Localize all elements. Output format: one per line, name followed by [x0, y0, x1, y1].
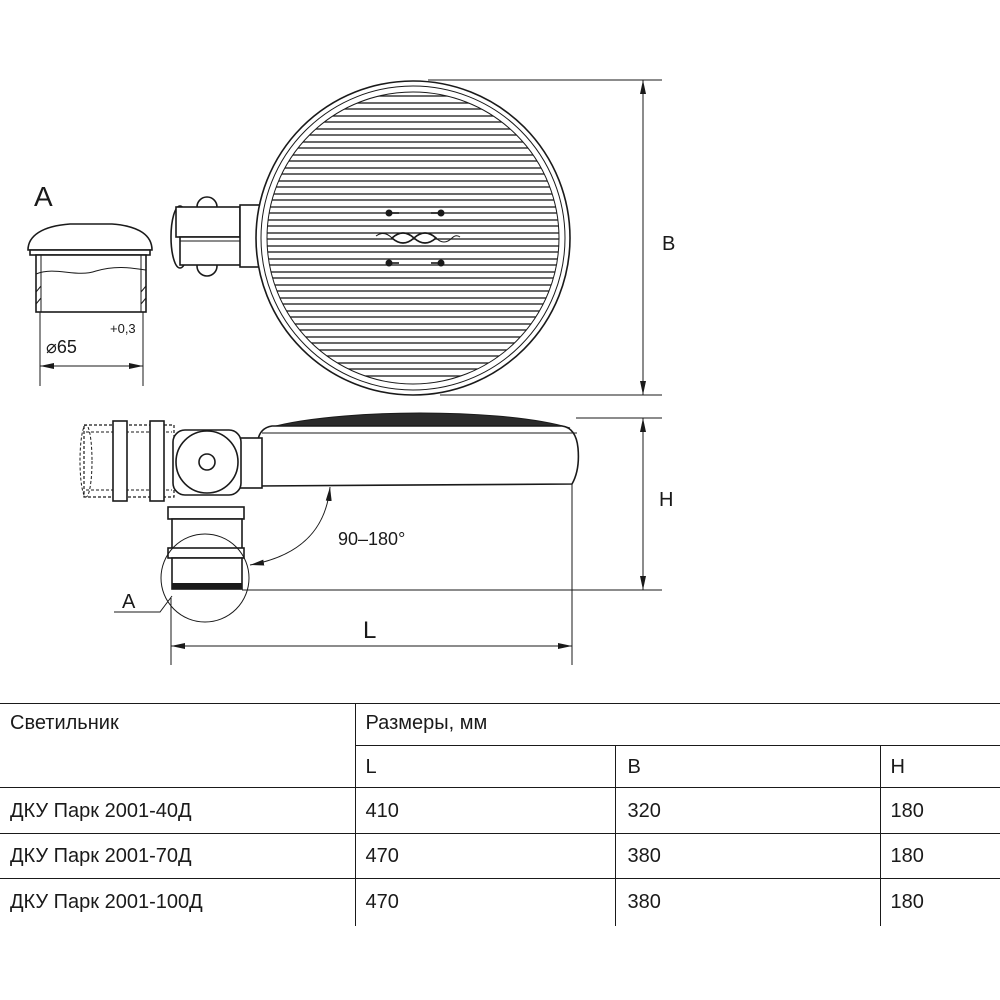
grille-slat	[267, 121, 559, 130]
ornament-lens-right	[412, 232, 438, 244]
grille-slat	[267, 303, 559, 312]
vertical-pipe-collar	[167, 547, 245, 559]
row-name: ДКУ Парк 2001-100Д	[0, 878, 356, 926]
grille-slat	[267, 368, 559, 377]
header-luminaire: Светильник	[0, 703, 356, 788]
header-dimensions: Размеры, мм	[355, 703, 1000, 746]
row-name: ДКУ Парк 2001-70Д	[0, 833, 356, 879]
vertical-pipe-end-band	[172, 583, 242, 589]
grille-slat	[267, 355, 559, 364]
rotation-arc	[249, 486, 332, 566]
technical-drawing: A ⌀65 +0,3	[27, 79, 675, 665]
grille-slat	[267, 173, 559, 182]
ornament-lens-left	[390, 232, 416, 244]
dimension-l: L	[170, 484, 573, 665]
connector-axis	[198, 453, 216, 471]
row-l: 410	[355, 787, 616, 834]
grille-dome-edge	[267, 412, 571, 429]
housing-inner-ring	[260, 85, 566, 391]
row-l: 470	[355, 878, 616, 926]
header-col-l: L	[355, 745, 616, 788]
sleeve-hatch	[35, 297, 42, 305]
vertical-pipe-clamp	[167, 506, 245, 520]
table-header-row: Светильник Размеры, мм	[0, 703, 1000, 788]
grille-slat	[267, 264, 559, 273]
row-b: 380	[615, 878, 881, 926]
detail-a-ref-label: A	[122, 591, 136, 613]
detail-a-label: A	[34, 181, 53, 212]
row-l: 470	[355, 833, 616, 879]
header-col-b: B	[615, 745, 881, 788]
row-b: 320	[615, 787, 881, 834]
grille-slat	[267, 342, 559, 351]
h-label: H	[659, 489, 673, 511]
dimension-b: B	[428, 79, 675, 396]
sleeve-hatch	[35, 285, 42, 293]
grille-slat	[267, 160, 559, 169]
row-h: 180	[880, 833, 1000, 879]
grille-slat	[267, 108, 559, 117]
detail-a-callout: A	[114, 533, 250, 623]
grille-slat	[267, 147, 559, 156]
side-view: A 90–180° H L	[79, 412, 673, 665]
end-cap-dome	[27, 223, 153, 251]
grille-slats	[267, 95, 559, 377]
pipe-clamp-left	[112, 420, 128, 502]
table-row: ДКУ Парк 2001-100Д 470 380 180	[0, 878, 1000, 926]
ornament-curl-right	[435, 235, 461, 243]
grille-slat	[267, 316, 559, 325]
dimensions-table-wrapper: Светильник Размеры, мм L B H ДКУ Парк 20…	[0, 703, 1000, 926]
grille-slat	[267, 212, 559, 221]
grille-slat	[267, 134, 559, 143]
grille-slat	[267, 95, 559, 104]
row-b: 380	[615, 833, 881, 879]
mount-bracket-top	[170, 196, 265, 277]
table-subheader-row: L B H	[0, 745, 1000, 788]
sleeve-break-line	[35, 267, 147, 275]
grille-slat	[267, 199, 559, 208]
row-h: 180	[880, 787, 1000, 834]
inlet-pipe-vertical	[167, 506, 245, 590]
row-name: ДКУ Парк 2001-40Д	[0, 787, 356, 834]
sleeve-hatch	[140, 285, 147, 293]
sleeve-hatch	[140, 297, 147, 305]
l-label: L	[363, 617, 376, 644]
pipe-clamp-right	[149, 420, 165, 502]
bracket-upper-band	[175, 206, 241, 238]
swivel-connector	[172, 429, 242, 496]
grille-slat	[267, 225, 559, 234]
diameter-tolerance: +0,3	[110, 321, 136, 336]
grille-slat	[267, 329, 559, 338]
end-cap-sleeve	[35, 254, 147, 313]
rotation-angle: 90–180°	[249, 486, 405, 566]
detail-a-leader	[114, 595, 173, 613]
bracket-lower-band	[179, 236, 243, 266]
table-row: ДКУ Парк 2001-70Д 470 380 180	[0, 833, 1000, 879]
dimensions-table: Светильник Размеры, мм L B H ДКУ Парк 20…	[0, 703, 1000, 926]
grille-slat	[267, 290, 559, 299]
rotation-angle-label: 90–180°	[338, 529, 405, 549]
table-row: ДКУ Парк 2001-40Д 410 320 180	[0, 787, 1000, 834]
diameter-label: ⌀65	[46, 337, 77, 357]
inlet-pipe-horizontal	[79, 420, 175, 502]
grille-edge	[266, 91, 560, 385]
grille-slat	[267, 238, 559, 247]
grille-slat	[267, 251, 559, 260]
grille-slat	[267, 277, 559, 286]
detail-a: A ⌀65 +0,3	[27, 181, 153, 386]
detail-a-circle	[160, 533, 250, 623]
ornament-curl-left	[375, 232, 393, 239]
header-col-h: H	[880, 745, 1000, 788]
top-view: B	[170, 79, 675, 396]
pipe-open-end	[79, 424, 93, 498]
grille-slat	[267, 186, 559, 195]
b-label: B	[662, 233, 675, 255]
housing-body-side	[257, 425, 580, 487]
center-ornament	[375, 209, 461, 267]
row-h: 180	[890, 891, 924, 914]
dimension-h: H	[242, 417, 673, 591]
